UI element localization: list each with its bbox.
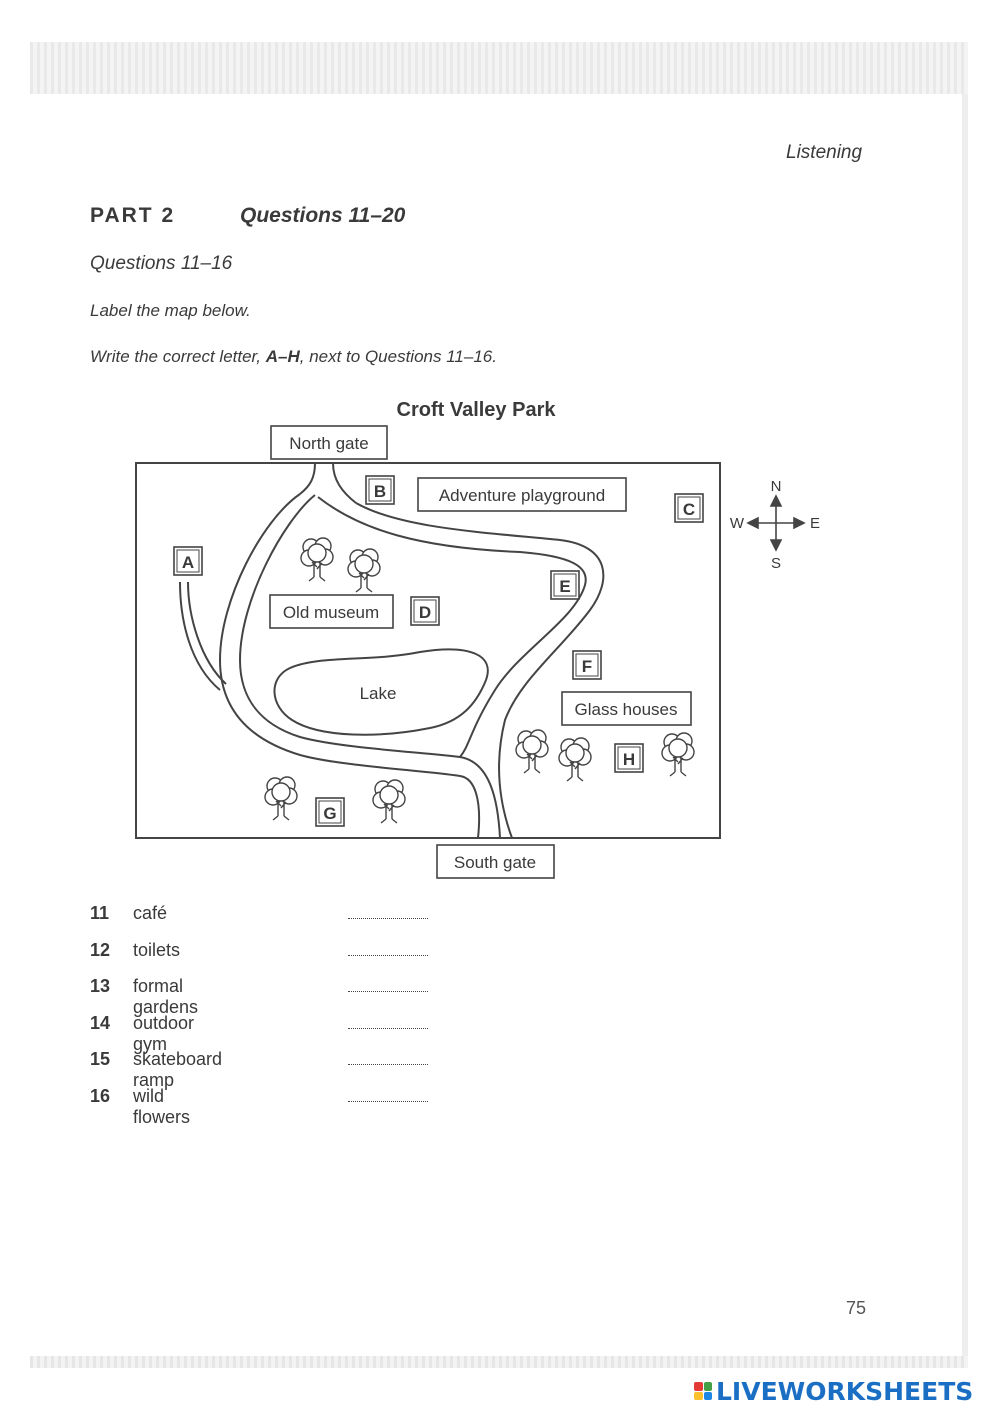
letter-b: B — [374, 482, 386, 501]
adventure-playground-box — [417, 477, 627, 512]
letter-box-g: G — [315, 797, 345, 827]
answer-blank[interactable] — [348, 951, 428, 956]
compass-w: W — [730, 515, 745, 532]
answer-blank[interactable] — [348, 987, 428, 993]
north-gate-label: North gate — [289, 434, 368, 453]
old-museum-box — [269, 594, 394, 629]
question-number: 15 — [90, 1049, 111, 1070]
adventure-playground-label: Adventure playground — [439, 486, 605, 505]
question-number: 16 — [90, 1085, 111, 1106]
instruction-letter-range: A–H — [265, 347, 300, 366]
park-boundary — [135, 462, 721, 839]
answer-blank[interactable] — [348, 1060, 428, 1066]
scan-edge-right — [962, 94, 968, 1356]
question-text: café — [133, 903, 168, 923]
instruction-write-letter: Write the correct letter, A–H, next to Q… — [90, 347, 497, 367]
compass-n: N — [771, 478, 782, 495]
page-number: 75 — [846, 1298, 867, 1318]
question-number: 14 — [90, 1012, 111, 1033]
letter-box-a: A — [173, 546, 203, 576]
tree-icon — [347, 548, 381, 593]
question-number: 12 — [90, 939, 111, 960]
letter-box-b: B — [365, 475, 395, 505]
part-label: PART 2 — [90, 204, 176, 227]
park-paths — [179, 462, 605, 839]
lake-label: Lake — [360, 684, 397, 703]
letter-box-d: D — [410, 596, 440, 626]
tree-icon — [264, 776, 298, 821]
letter-c: C — [683, 500, 695, 519]
tree-icon — [300, 537, 334, 582]
liveworksheets-brand[interactable]: LIVEWORKSHEETS — [694, 1376, 973, 1406]
part-questions: Questions 11–20 — [240, 204, 406, 227]
letter-e: E — [559, 577, 570, 596]
letter-box-f: F — [572, 650, 602, 680]
question-text: outdoor gym — [133, 1012, 195, 1054]
glass-houses-label: Glass houses — [575, 700, 678, 719]
instruction-post: , next to Questions 11–16. — [299, 347, 497, 366]
letter-f: F — [582, 657, 592, 676]
letter-d: D — [419, 603, 431, 622]
tree-icon — [661, 732, 695, 777]
south-gate-label: South gate — [454, 853, 536, 872]
subheading: Questions 11–16 — [90, 253, 233, 274]
letter-box-h: H — [614, 743, 644, 773]
question-text: wild flowers — [133, 1085, 191, 1127]
question-text: toilets — [133, 939, 181, 960]
brand-text: LIVEWORKSHEETS — [716, 1376, 974, 1406]
answer-blank[interactable] — [348, 1024, 428, 1029]
scan-edge-bottom — [30, 1356, 968, 1368]
north-gate-box — [270, 425, 388, 460]
tree-icon — [558, 737, 592, 782]
scan-edge-top — [30, 42, 968, 94]
answer-blank[interactable] — [348, 1097, 428, 1102]
instruction-label-map: Label the map below. — [90, 301, 251, 320]
instruction-pre: Write the correct letter, — [90, 347, 266, 366]
letter-a: A — [182, 553, 194, 572]
old-museum-label: Old museum — [283, 603, 379, 622]
question-number: 13 — [90, 976, 111, 997]
glass-houses-box — [561, 691, 692, 726]
map-title: Croft Valley Park — [397, 399, 557, 421]
question-text: skateboard ramp — [133, 1049, 223, 1091]
liveworksheets-logo-icon — [694, 1382, 712, 1400]
compass-s: S — [771, 555, 781, 572]
answer-blank[interactable] — [348, 914, 428, 919]
lake-outline — [273, 648, 489, 736]
letter-box-e: E — [550, 570, 580, 600]
tree-icon — [515, 729, 549, 774]
tree-icon — [372, 779, 406, 824]
compass-e: E — [810, 515, 820, 532]
south-gate-box — [436, 844, 555, 879]
compass-rose-icon — [746, 494, 806, 552]
letter-g: G — [323, 804, 336, 823]
question-text: formal gardens — [133, 976, 199, 1018]
running-head: Listening — [786, 142, 863, 163]
question-number: 11 — [90, 903, 110, 923]
letter-h: H — [623, 750, 635, 769]
letter-box-c: C — [674, 493, 704, 523]
